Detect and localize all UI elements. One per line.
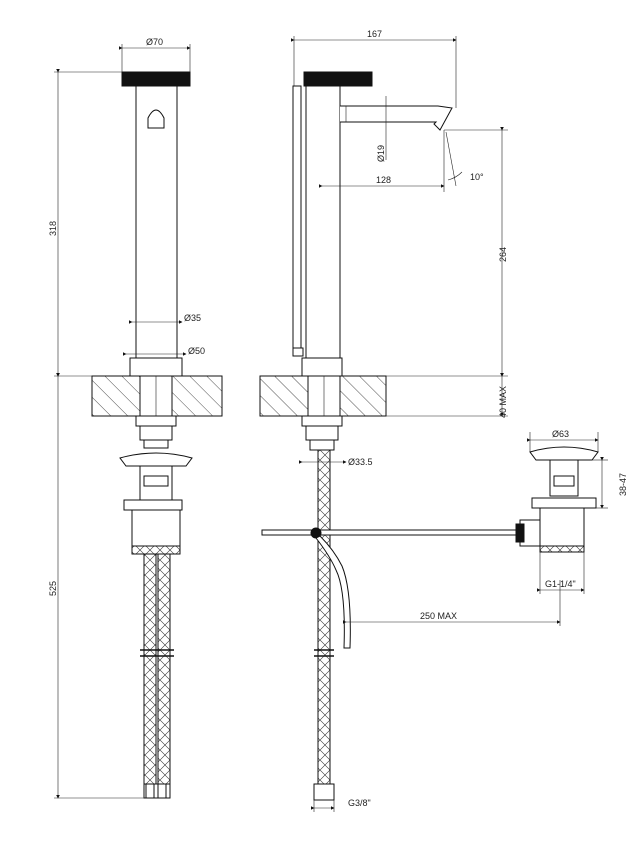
waste-flange — [531, 497, 597, 509]
front-top-cap — [121, 71, 191, 87]
side-body-tube — [305, 85, 341, 359]
dim-hose-length: 525 — [48, 581, 58, 596]
side-rod-link — [315, 535, 351, 649]
dim-waste-range: 38-47 — [618, 473, 628, 496]
dim-body-diameter: Ø35 — [184, 313, 201, 323]
side-spout — [340, 105, 453, 131]
waste-cap — [529, 446, 599, 461]
side-hose — [317, 449, 331, 785]
side-view — [259, 71, 523, 801]
waste-body — [539, 507, 585, 547]
side-lever — [292, 85, 302, 349]
front-waste-cap — [119, 452, 193, 467]
front-hose-right — [157, 553, 171, 785]
waste-dimensions: Ø63 38-47 G1-1/4" — [527, 429, 628, 594]
dim-waste-diameter: Ø63 — [552, 429, 569, 439]
dim-spout-height: 264 — [498, 247, 508, 262]
dim-base-diameter: Ø50 — [188, 346, 205, 356]
dim-spout-diameter: Ø19 — [376, 145, 386, 162]
front-base-collar — [129, 357, 183, 377]
front-dimensions: Ø70 318 Ø35 Ø50 525 — [48, 37, 205, 799]
dim-rod-length: 250 MAX — [420, 611, 457, 621]
side-top-cap — [303, 71, 373, 87]
side-popup-rod — [261, 529, 523, 536]
dim-spout-reach: 128 — [376, 175, 391, 185]
dim-spout-angle: 10° — [470, 172, 484, 182]
dim-top-diameter: Ø70 — [146, 37, 163, 47]
front-hose-left — [143, 553, 157, 785]
front-aerator — [147, 109, 165, 129]
dim-upper-height: 318 — [48, 221, 58, 236]
front-mount-nut — [135, 415, 177, 427]
front-view — [91, 71, 223, 799]
dim-overall-width: 167 — [367, 29, 382, 39]
dim-counter-thickness: 40 MAX — [498, 386, 508, 418]
dim-hose-thread: G3/8" — [348, 798, 371, 808]
dim-waste-thread: G1-1/4" — [545, 579, 576, 589]
front-body-tube — [135, 85, 178, 359]
waste-detail — [515, 446, 599, 553]
side-dimensions: 167 Ø19 128 10° 264 40 MAX Ø33.5 250 MAX — [291, 29, 561, 812]
dim-hole-diameter: Ø33.5 — [348, 457, 373, 467]
